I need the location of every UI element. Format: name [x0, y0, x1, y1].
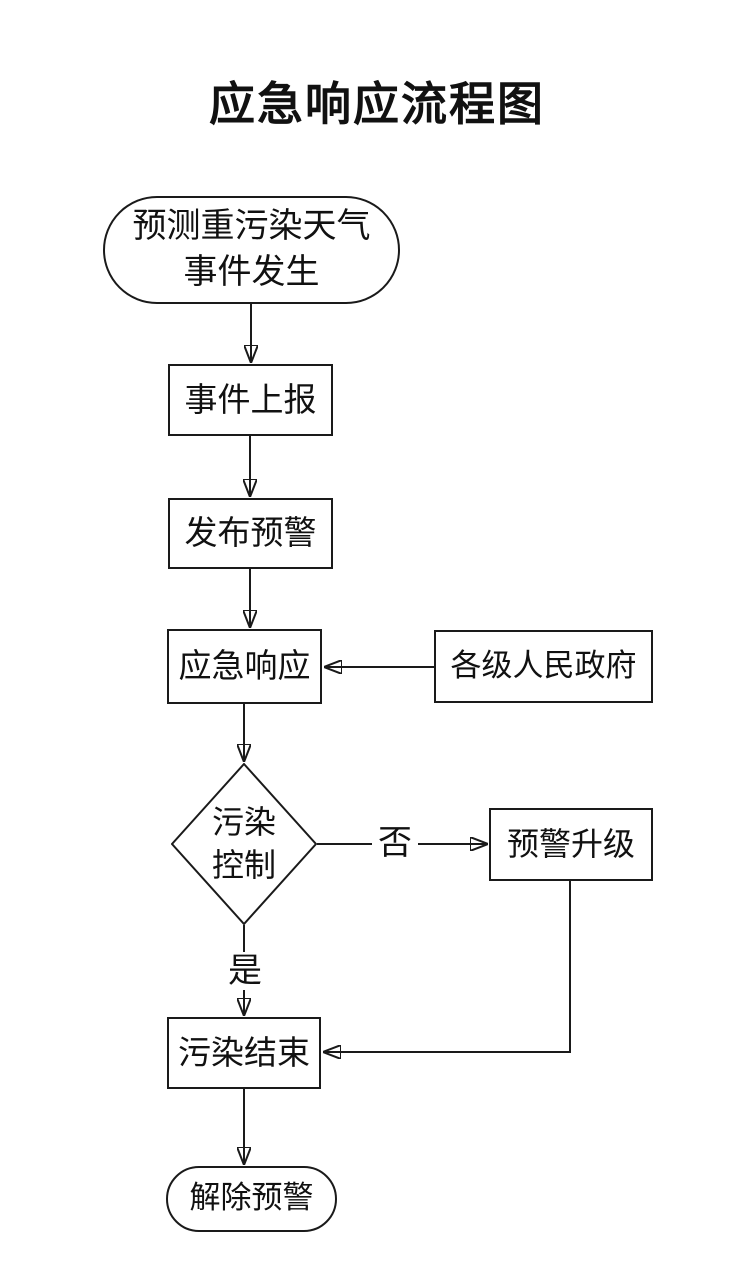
node-event-report: 事件上报 [168, 364, 333, 436]
node-event-report-label: 事件上报 [184, 379, 317, 419]
edge-label-yes: 是 [222, 952, 268, 990]
node-start-forecast: 预测重污染天气 事件发生 [103, 196, 400, 304]
node-lift-warning-label: 解除预警 [189, 1180, 314, 1217]
page-title: 应急响应流程图 [209, 77, 545, 131]
connector-upgrade-to-pollution-end [324, 881, 571, 1052]
node-issue-warning: 发布预警 [168, 498, 333, 569]
node-issue-warning-label: 发布预警 [184, 513, 317, 553]
node-lift-warning: 解除预警 [166, 1166, 337, 1232]
node-government: 各级人民政府 [434, 630, 653, 703]
edge-label-no: 否 [372, 824, 418, 862]
node-pollution-end-label: 污染结束 [178, 1032, 310, 1072]
diamond-shape [171, 763, 317, 925]
node-warning-upgrade: 预警升级 [489, 808, 653, 881]
node-pollution-end: 污染结束 [167, 1017, 321, 1089]
node-decision-pollution-control: 污染 控制 [171, 763, 317, 925]
node-warning-upgrade-label: 预警升级 [506, 824, 635, 863]
node-government-label: 各级人民政府 [450, 647, 637, 684]
node-emergency-response: 应急响应 [167, 629, 322, 704]
node-decision-label: 污染 控制 [211, 802, 276, 884]
node-start-label: 预测重污染天气 事件发生 [132, 206, 371, 292]
node-emergency-response-label: 应急响应 [178, 646, 311, 686]
